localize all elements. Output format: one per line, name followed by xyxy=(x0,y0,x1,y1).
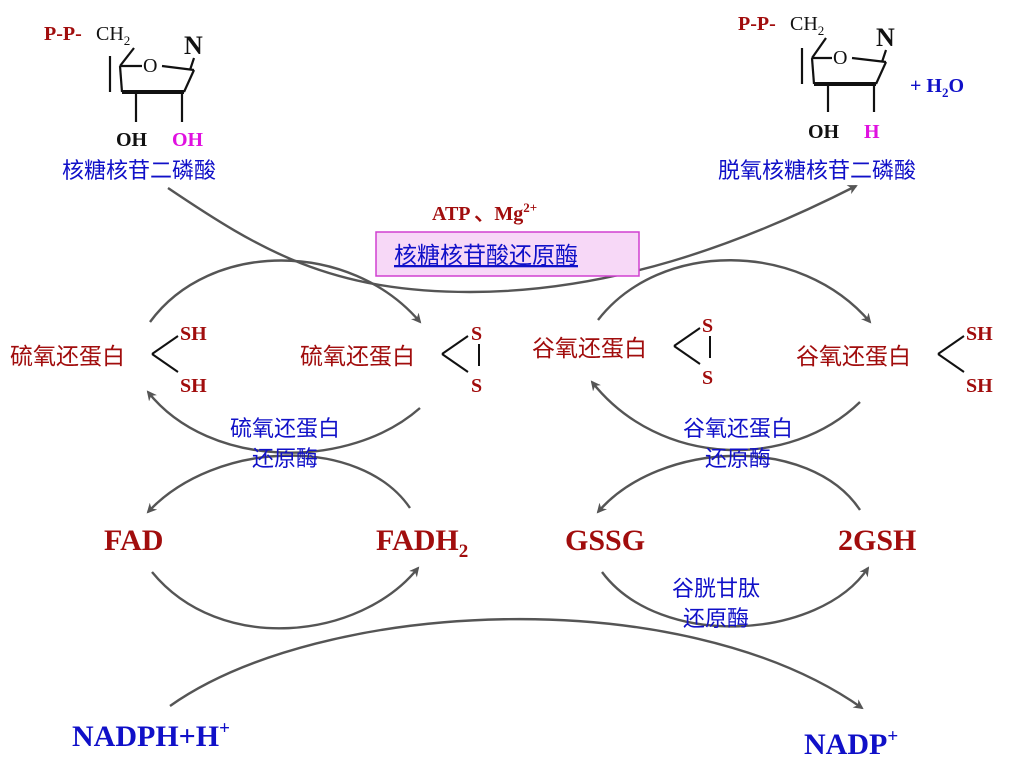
ch2-group: CH2 xyxy=(96,23,130,48)
deoxyribonucleoside-diphosphate-label: 脱氧核糖核苷二磷酸 xyxy=(718,158,916,183)
arrow-fad-to-fadh2 xyxy=(151,566,420,630)
ring-oxygen: O xyxy=(143,55,157,77)
thioredoxin-reductase-line2: 还原酶 xyxy=(252,446,318,471)
thiol-bottom: SH xyxy=(180,375,207,397)
hydroxyl-3: OH xyxy=(172,129,204,151)
glutaredoxin-reductase-line2: 还原酶 xyxy=(705,446,771,471)
ribonucleotide-reductase-label: 核糖核苷酸还原酶 xyxy=(394,243,578,268)
glutaredoxin-name: 谷氧还蛋白 xyxy=(796,344,911,369)
arrows xyxy=(146,184,872,710)
enzyme-box xyxy=(375,231,640,277)
gssg-label: GSSG xyxy=(565,524,645,557)
glutaredoxin-name: 谷氧还蛋白 xyxy=(532,336,647,361)
arrow-gssg-to-gsh xyxy=(601,566,870,628)
phosphate-prefix: P-P- xyxy=(738,13,776,35)
hydrogen-3: H xyxy=(864,121,880,143)
arrow-ribose-to-deoxyribose xyxy=(167,184,858,294)
glutathione-reductase-line2: 还原酶 xyxy=(683,606,749,631)
thiol-top: SH xyxy=(966,323,993,345)
fadh2-label: FADH2 xyxy=(376,524,468,562)
ring-oxygen: O xyxy=(833,47,847,69)
base-n: N xyxy=(876,23,895,52)
thioredoxin-name: 硫氧还蛋白 xyxy=(10,344,125,369)
sulfur-bottom: S xyxy=(471,375,482,397)
arrow-thioredoxin-oxidation xyxy=(149,259,422,324)
glutathione-reductase-line1: 谷胱甘肽 xyxy=(672,576,760,601)
ribose-ring xyxy=(108,47,196,122)
nadph-label: NADPH+H+ xyxy=(72,718,230,753)
glutaredoxin-reduced: 谷氧还蛋白 SH SH xyxy=(796,323,993,397)
hydroxyl-2: OH xyxy=(116,129,148,151)
phosphate-prefix: P-P- xyxy=(44,23,82,45)
thioredoxin-oxidized: 硫氧还蛋白 S S xyxy=(300,323,482,397)
deoxyribose-ring xyxy=(800,37,888,112)
deoxyribose-diphosphate-structure: P-P- CH2 N O OH H + H2O 脱氧核糖核苷二磷酸 xyxy=(718,13,964,183)
cofactor-label: ATP 、Mg2+ xyxy=(432,200,537,225)
arrow-nadph-to-nadp xyxy=(169,618,864,710)
thioredoxin-reductase-line1: 硫氧还蛋白 xyxy=(230,416,340,441)
gsh-label: 2GSH xyxy=(838,524,916,557)
ch2-group: CH2 xyxy=(790,13,824,38)
ribonucleoside-diphosphate-label: 核糖核苷二磷酸 xyxy=(62,158,216,183)
sulfur-top: S xyxy=(471,323,482,345)
nadp-label: NADP+ xyxy=(804,726,898,761)
ribose-diphosphate-structure: P-P- CH2 N O OH OH 核糖核苷二磷酸 xyxy=(44,23,216,183)
base-n: N xyxy=(184,31,203,60)
hydroxyl-2: OH xyxy=(808,121,840,143)
arrow-fadh2-to-fad xyxy=(146,454,411,514)
arrow-thioredoxin-regeneration xyxy=(146,390,421,454)
water-product: + H2O xyxy=(910,75,964,100)
thioredoxin-reduced: 硫氧还蛋白 SH SH xyxy=(10,323,207,397)
sulfur-bottom: S xyxy=(702,367,713,389)
fad-label: FAD xyxy=(104,524,163,557)
glutaredoxin-oxidized: 谷氧还蛋白 S S xyxy=(532,315,713,389)
sulfur-top: S xyxy=(702,315,713,337)
thiol-bottom: SH xyxy=(966,375,993,397)
arrow-gsh-to-gssg xyxy=(596,454,861,514)
thioredoxin-name: 硫氧还蛋白 xyxy=(300,344,415,369)
arrow-glutaredoxin-regeneration xyxy=(590,380,861,452)
thiol-top: SH xyxy=(180,323,207,345)
glutaredoxin-reductase-line1: 谷氧还蛋白 xyxy=(683,416,793,441)
arrow-glutaredoxin-oxidation xyxy=(597,259,872,324)
